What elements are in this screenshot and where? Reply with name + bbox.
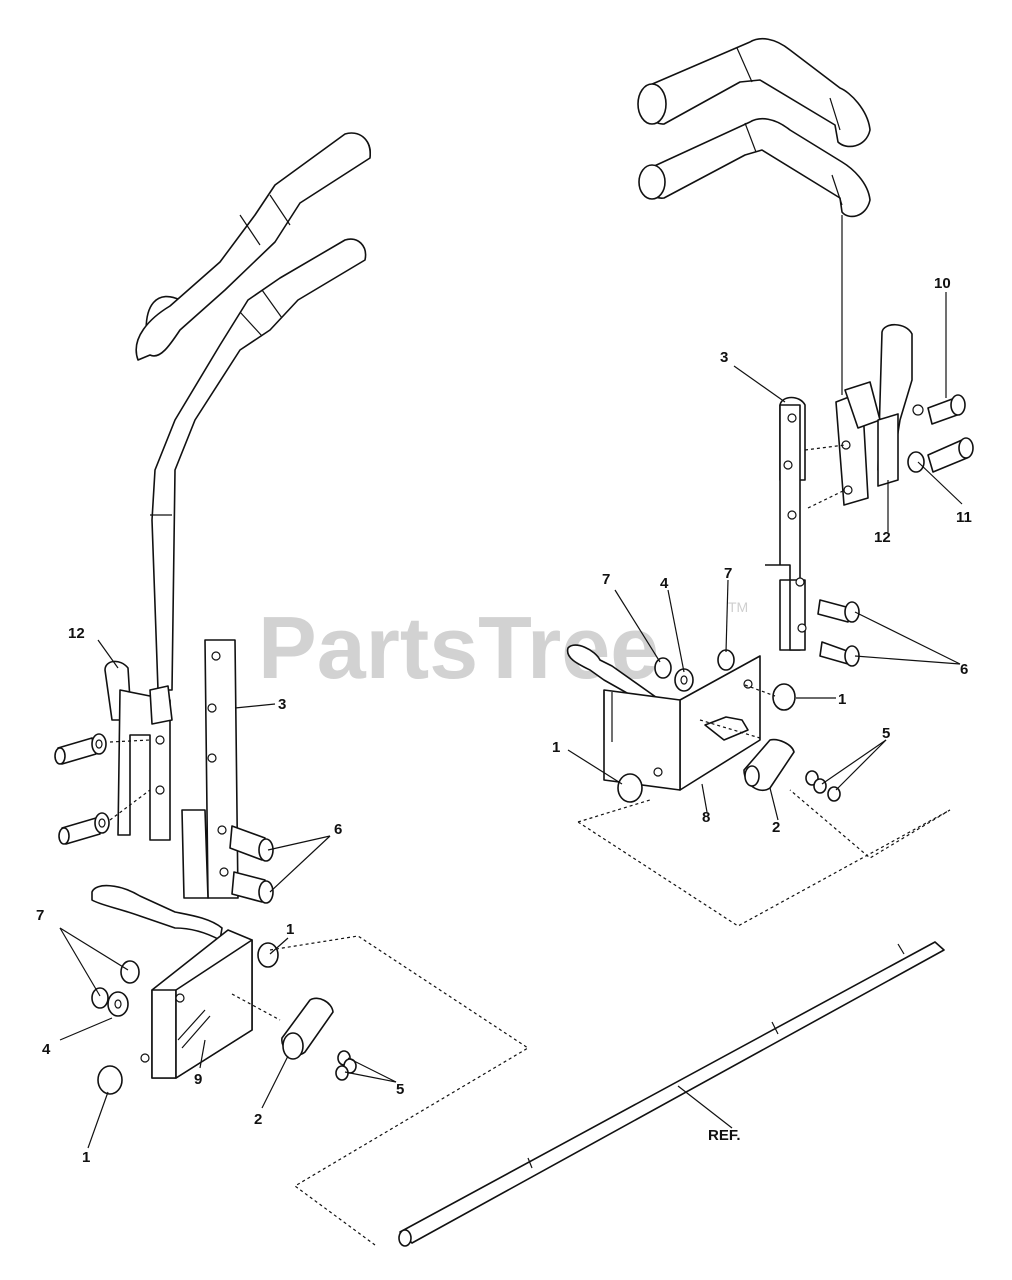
left-handle-front xyxy=(150,238,367,691)
watermark: PartsTree TM xyxy=(258,598,748,697)
callout-right-4: 4 xyxy=(660,575,669,592)
left-deck-outline xyxy=(269,935,530,1246)
right-bracket-8 xyxy=(566,644,761,791)
callout-ref: REF. xyxy=(708,1127,741,1144)
left-handle-rear xyxy=(135,132,371,361)
callout-left-3: 3 xyxy=(278,696,286,713)
right-bolts-10-11 xyxy=(907,394,974,473)
left-small-hardware xyxy=(91,942,281,1095)
callout-left-2: 2 xyxy=(254,1111,262,1128)
left-callouts: 12 3 6 7 1 4 9 1 2 5 xyxy=(36,625,404,1166)
left-bolts-6 xyxy=(229,825,274,904)
right-bolts-6 xyxy=(817,599,860,667)
left-pivot-bracket xyxy=(104,660,173,841)
right-pivot-bracket xyxy=(835,323,924,506)
right-handle-front xyxy=(638,117,871,395)
left-bracket-9 xyxy=(91,884,253,1079)
callout-right-7-left: 7 xyxy=(602,571,610,588)
callout-right-7-right: 7 xyxy=(724,565,732,582)
right-handle-rear xyxy=(637,37,871,148)
callout-right-11: 11 xyxy=(956,509,972,526)
callout-right-2: 2 xyxy=(772,819,780,836)
ref-rod xyxy=(398,941,945,1247)
right-roller-2 xyxy=(699,716,841,802)
callout-left-12: 12 xyxy=(68,625,85,642)
callout-right-5: 5 xyxy=(882,725,890,742)
callout-right-8: 8 xyxy=(702,809,710,826)
left-channel-3 xyxy=(181,639,239,899)
callout-left-1-lower: 1 xyxy=(82,1149,90,1166)
callout-left-9: 9 xyxy=(194,1071,202,1088)
leader-lines xyxy=(59,292,963,1149)
watermark-text: PartsTree xyxy=(258,598,659,697)
callout-left-5: 5 xyxy=(396,1081,404,1098)
callout-right-12: 12 xyxy=(874,529,891,546)
left-roller-2 xyxy=(281,997,357,1081)
right-channel-3 xyxy=(765,396,846,651)
callout-right-10: 10 xyxy=(934,275,951,292)
left-bracket-bolts xyxy=(54,733,151,845)
callout-right-3: 3 xyxy=(720,349,728,366)
callout-left-4: 4 xyxy=(42,1041,51,1058)
callout-right-1-upper: 1 xyxy=(838,691,846,708)
right-deck-outline xyxy=(577,789,951,927)
callout-right-1-lower: 1 xyxy=(552,739,560,756)
right-assembly xyxy=(566,37,974,927)
callout-left-6: 6 xyxy=(334,821,342,838)
watermark-tm: TM xyxy=(728,599,748,615)
callout-right-6: 6 xyxy=(960,661,968,678)
callout-left-7: 7 xyxy=(36,907,44,924)
callout-left-1-upper: 1 xyxy=(286,921,294,938)
right-callouts: 10 3 11 12 7 4 7 6 1 1 5 8 2 xyxy=(552,275,972,836)
left-assembly xyxy=(54,132,530,1246)
